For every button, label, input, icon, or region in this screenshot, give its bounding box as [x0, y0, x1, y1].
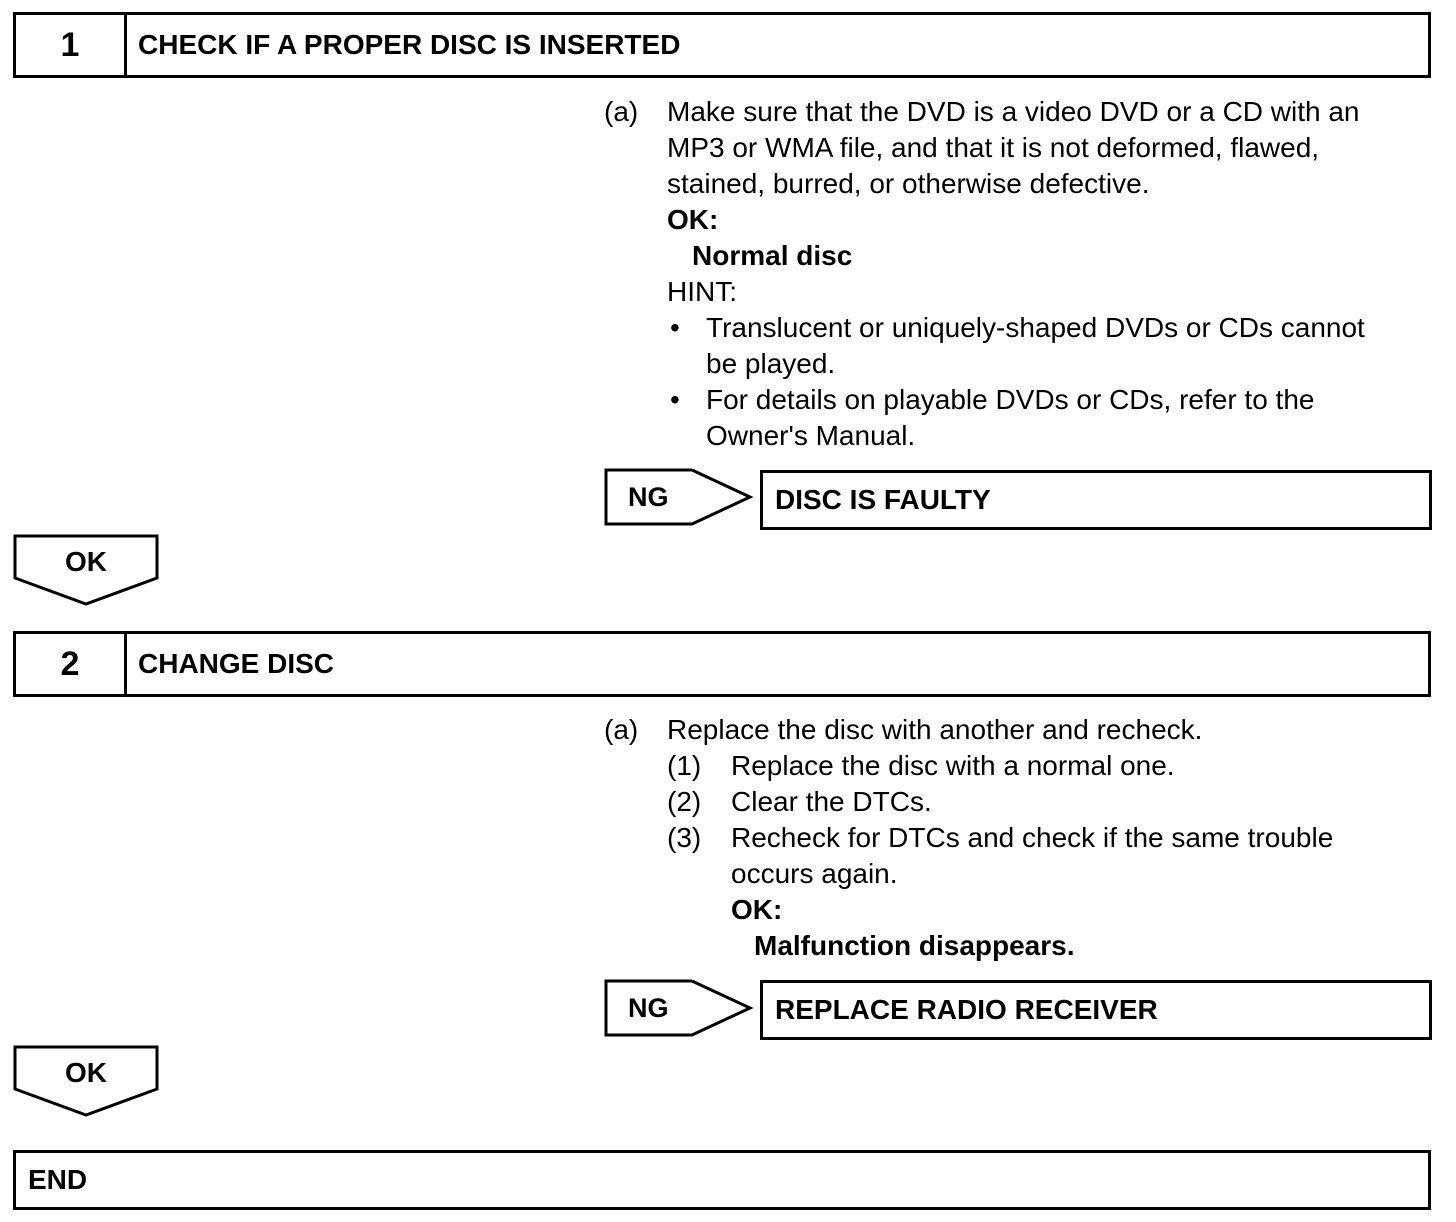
step-2-ok-arrow: OK	[13, 1045, 159, 1117]
step-1-ok-arrow-label: OK	[65, 546, 107, 577]
bullet-icon: •	[670, 312, 680, 343]
end-box: END	[13, 1150, 1431, 1210]
step-1-ng-result: DISC IS FAULTY	[760, 470, 1432, 530]
substep-1-text: Replace the disc with a normal one.	[731, 750, 1175, 781]
step-2-text: Replace the disc with another and rechec…	[667, 714, 1203, 745]
step-2-ng-result: REPLACE RADIO RECEIVER	[760, 980, 1432, 1040]
step-2-ng-label: NG	[628, 992, 669, 1023]
step-1-ok-arrow: OK	[13, 534, 159, 606]
step-1-bullet-2-line-1: For details on playable DVDs or CDs, ref…	[706, 384, 1315, 415]
step-2-ok-value: Malfunction disappears.	[754, 930, 1075, 961]
substep-3-text-line-2: occurs again.	[731, 858, 898, 889]
step-2-marker: (a)	[604, 714, 639, 745]
step-2-number: 2	[16, 634, 127, 694]
step-1-bullet-1-line-1: Translucent or uniquely-shaped DVDs or C…	[706, 312, 1365, 343]
substep-3-num: (3)	[667, 822, 702, 853]
ok-arrow-icon	[13, 534, 159, 606]
step-2-ok-label: OK:	[731, 894, 783, 925]
ok-arrow-icon	[13, 1045, 159, 1117]
step-1-bullet-2-line-2: Owner's Manual.	[706, 420, 916, 451]
step-1-text-line-3: stained, burred, or otherwise defective.	[667, 168, 1150, 199]
substep-2-text: Clear the DTCs.	[731, 786, 932, 817]
step-2-ng-arrow: NG	[604, 979, 754, 1037]
step-1-ok-label: OK:	[667, 204, 719, 235]
step-1-marker: (a)	[604, 96, 639, 127]
step-1-text-line-1: Make sure that the DVD is a video DVD or…	[667, 96, 1360, 127]
step-1-bullet-1-line-2: be played.	[706, 348, 836, 379]
ng-arrow-icon	[604, 468, 754, 526]
substep-1-num: (1)	[667, 750, 702, 781]
step-2-header: 2 CHANGE DISC	[13, 631, 1431, 697]
step-1-header: 1 CHECK IF A PROPER DISC IS INSERTED	[13, 12, 1431, 78]
bullet-icon: •	[670, 384, 680, 415]
step-1-title: CHECK IF A PROPER DISC IS INSERTED	[138, 29, 681, 60]
step-1-number: 1	[16, 15, 127, 75]
step-1-ng-label: NG	[628, 481, 669, 512]
substep-2-num: (2)	[667, 786, 702, 817]
step-1-text-line-2: MP3 or WMA file, and that it is not defo…	[667, 132, 1320, 163]
ng-arrow-icon	[604, 979, 754, 1037]
step-1-ok-value: Normal disc	[692, 240, 853, 271]
step-1-ng-arrow: NG	[604, 468, 754, 526]
step-1-hint-label: HINT:	[667, 276, 737, 307]
substep-3-text-line-1: Recheck for DTCs and check if the same t…	[731, 822, 1334, 853]
step-2-title: CHANGE DISC	[138, 648, 335, 679]
step-2-ok-arrow-label: OK	[65, 1057, 107, 1088]
